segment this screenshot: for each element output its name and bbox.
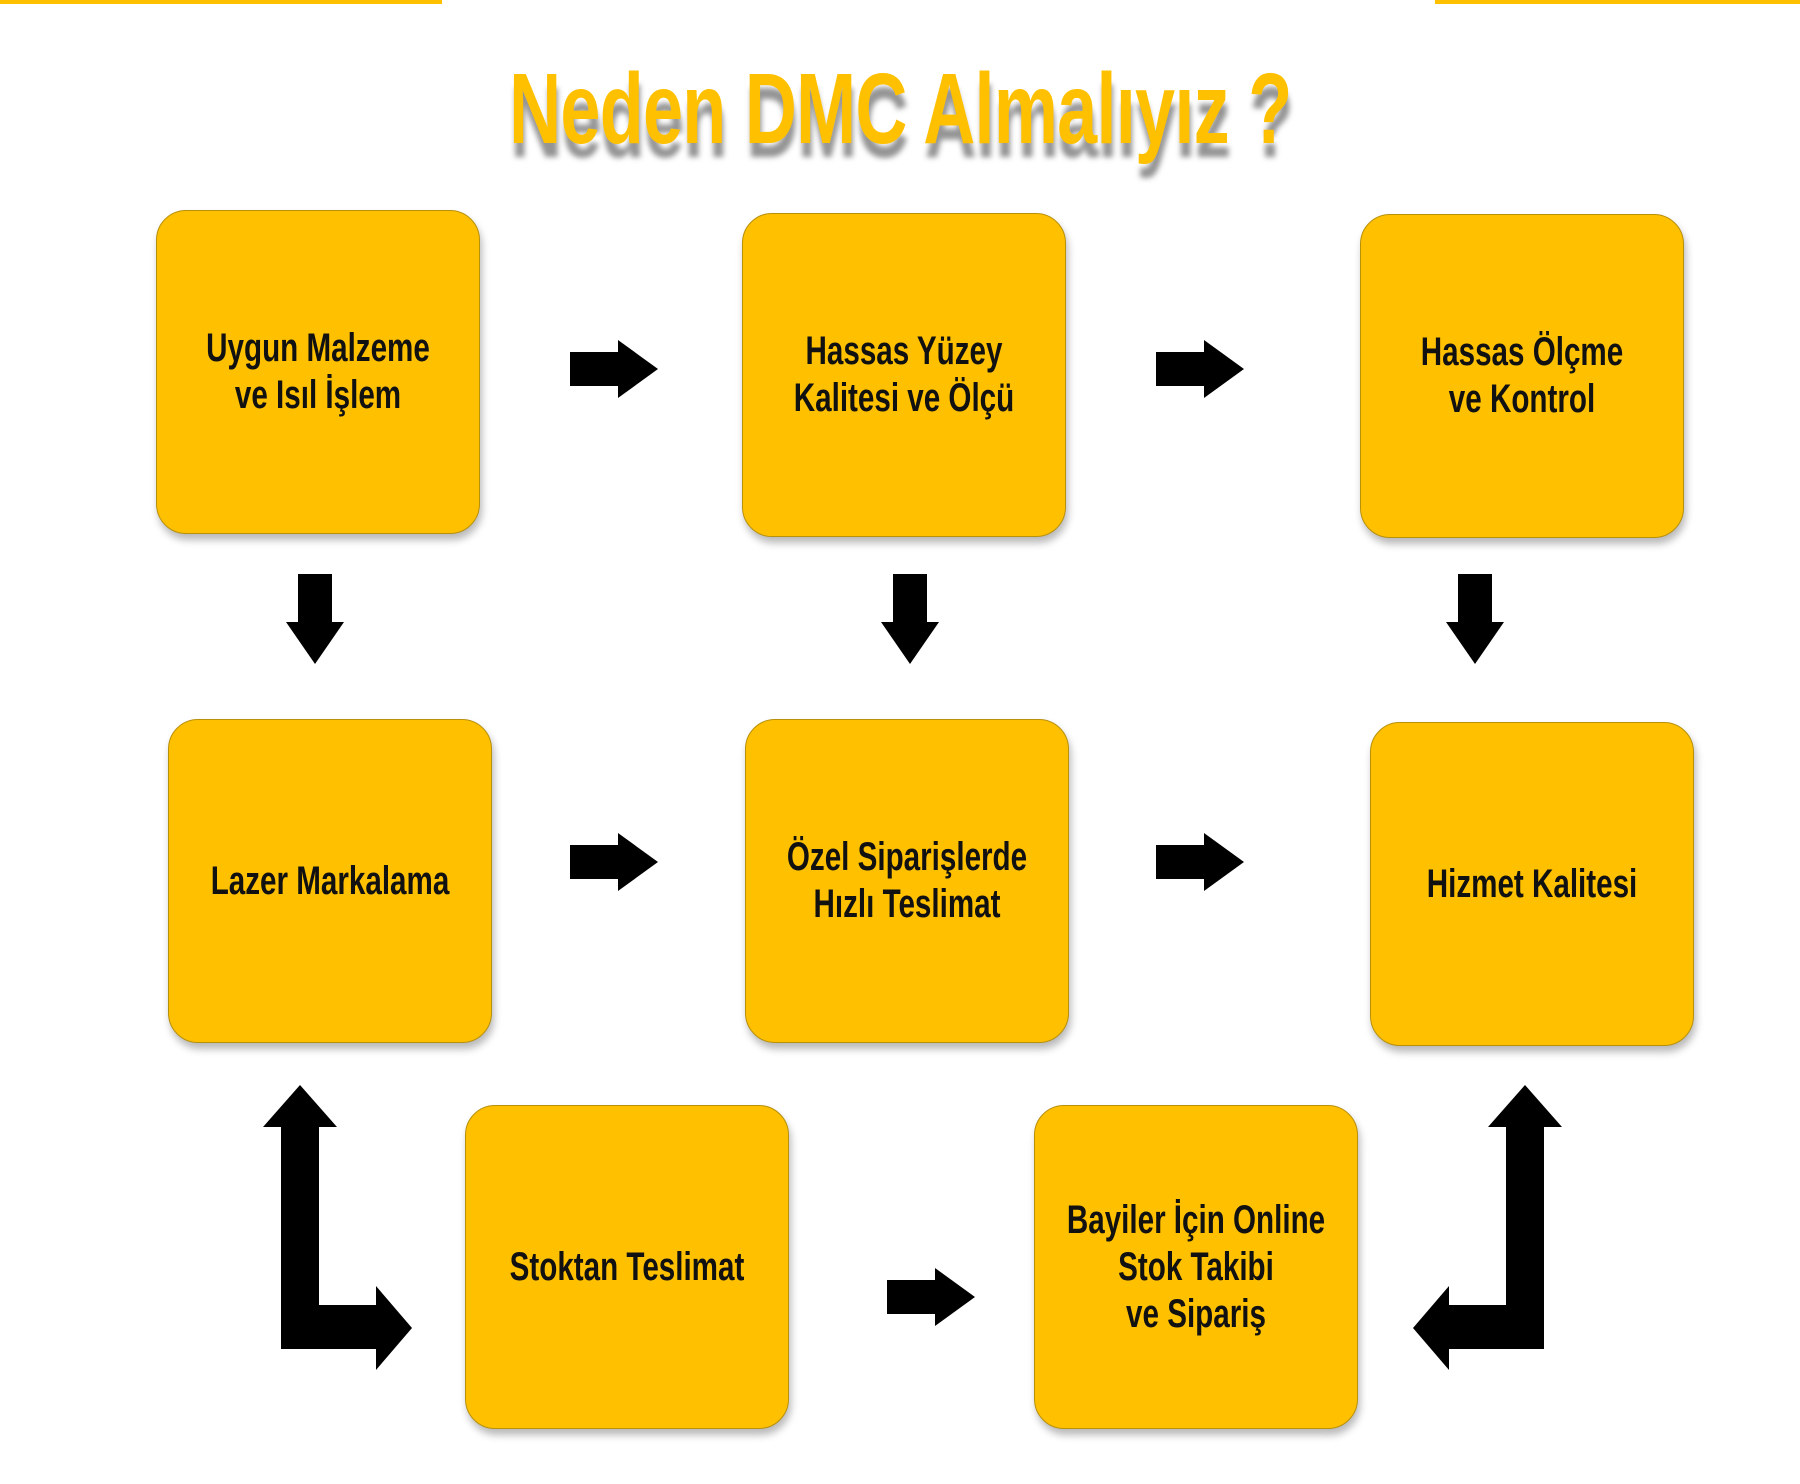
box-label: Lazer Markalama (210, 858, 450, 903)
box-label: Hassas Yüzey Kalitesi ve Ölçü (793, 329, 1015, 420)
arrow-down-icon (1446, 574, 1504, 664)
arrow-down-icon (286, 574, 344, 664)
top-right-accent-line (1435, 0, 1800, 4)
bent-arrow-up-right-icon (263, 1085, 412, 1370)
box-hizmet-kalitesi: Hizmet Kalitesi (1370, 722, 1694, 1046)
box-ozel-siparisler: Özel Siparişlerde Hızlı Teslimat (745, 719, 1069, 1043)
box-label: Uygun Malzeme ve Isıl İşlem (206, 326, 430, 417)
title-text: Neden DMC Almalıyız ? (508, 53, 1292, 165)
top-left-accent-line (0, 0, 442, 4)
box-stoktan-teslimat: Stoktan Teslimat (465, 1105, 789, 1429)
box-lazer-markalama: Lazer Markalama (168, 719, 492, 1043)
box-label: Hassas Ölçme ve Kontrol (1420, 330, 1624, 421)
box-label: Hizmet Kalitesi (1426, 861, 1638, 906)
arrow-right-icon (570, 340, 658, 398)
box-label: Stoktan Teslimat (509, 1244, 745, 1289)
box-hassas-olcme: Hassas Ölçme ve Kontrol (1360, 214, 1684, 538)
arrow-right-icon (570, 833, 658, 891)
arrow-right-icon (1156, 833, 1244, 891)
arrow-right-icon (1156, 340, 1244, 398)
page-title: Neden DMC Almalıyız ? (0, 52, 1800, 167)
arrow-down-icon (881, 574, 939, 664)
bent-arrow-left-up-icon (1413, 1085, 1562, 1370)
box-bayiler-online: Bayiler İçin Online Stok Takibi ve Sipar… (1034, 1105, 1358, 1429)
arrow-right-icon (887, 1268, 975, 1326)
box-label: Özel Siparişlerde Hızlı Teslimat (786, 835, 1028, 926)
box-label: Bayiler İçin Online Stok Takibi ve Sipar… (1066, 1197, 1326, 1336)
box-hassas-yuzey: Hassas Yüzey Kalitesi ve Ölçü (742, 213, 1066, 537)
box-uygun-malzeme: Uygun Malzeme ve Isıl İşlem (156, 210, 480, 534)
